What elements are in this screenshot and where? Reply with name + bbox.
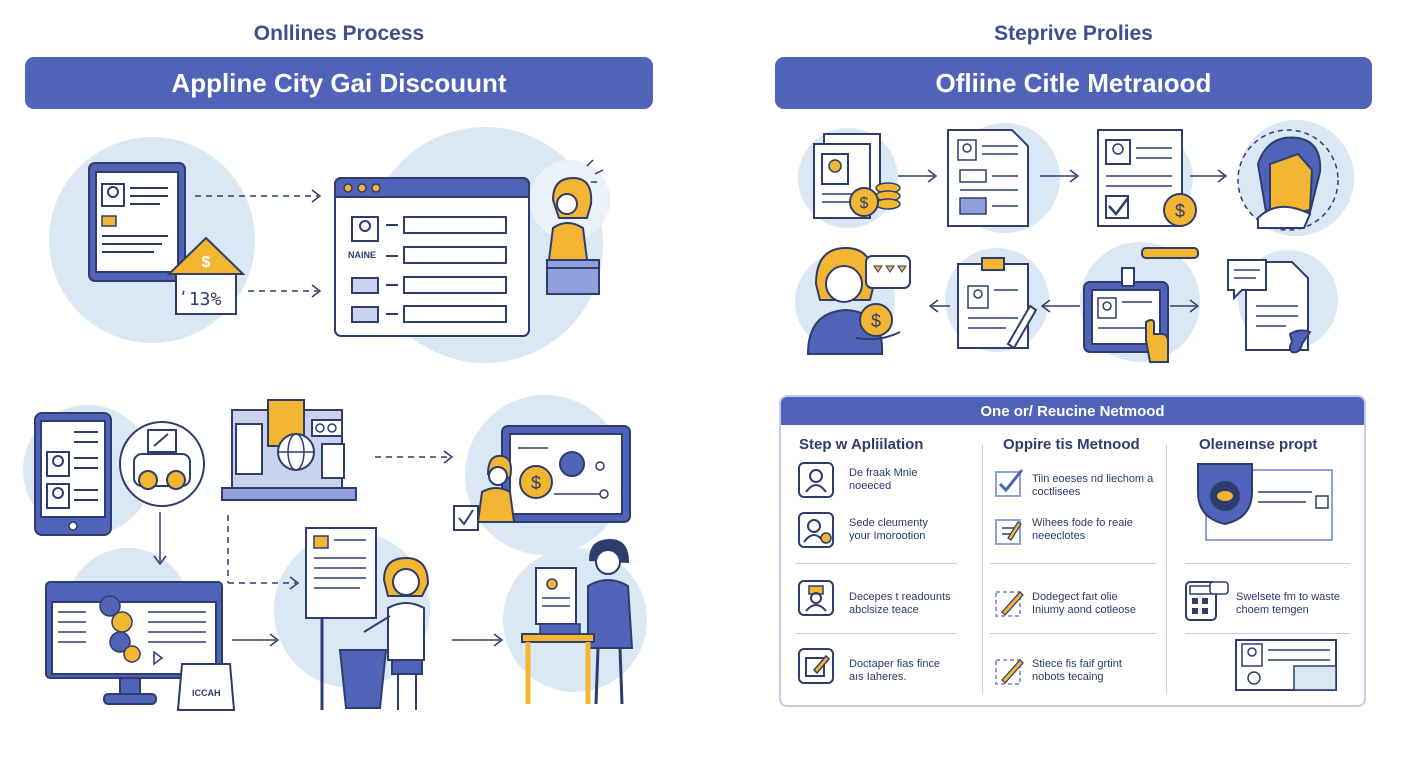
customer-coin-icon: $ — [806, 246, 911, 355]
svg-text:$: $ — [202, 254, 211, 271]
column-divider — [1166, 445, 1167, 695]
edit-row-icon — [798, 648, 834, 684]
stand-sign-label: ICCAH — [192, 688, 221, 698]
globe-machine-icon — [221, 399, 357, 501]
price-tag-icon: $ — [166, 236, 246, 315]
column-title-method: Oppire tis Metnood — [1003, 436, 1140, 453]
coin-monitor-icon: $ — [453, 425, 631, 531]
left-banner-title: Appline City Gai Discouunt — [25, 57, 653, 109]
documents-coins-icon: $ — [813, 133, 901, 219]
row-divider — [990, 633, 1156, 634]
desktop-monitor-icon — [45, 581, 236, 711]
pen-list-row-icon — [995, 519, 1022, 545]
row-divider — [1185, 563, 1350, 564]
step-row-2: Sede cleumenty your Imorootion — [849, 517, 928, 542]
step-row-3: Decepes t readounts abclsize teace — [849, 591, 951, 616]
method-row-3: Dodegect faıt olie Iniumy aond cotleose — [1032, 591, 1136, 616]
column-title-step: Step w Apliilation — [799, 436, 924, 453]
pencil-row-icon — [995, 659, 1024, 685]
id-card-hand-icon — [1083, 247, 1199, 363]
svg-text:$: $ — [860, 195, 869, 212]
person-row-icon — [798, 462, 834, 498]
support-agent-icon — [1237, 129, 1339, 231]
svg-text:$: $ — [1175, 201, 1185, 221]
price-tag-label: ʹ13% — [178, 289, 222, 310]
step-row-1: De fraak Mnie noeeced — [849, 467, 918, 492]
svg-text:$: $ — [871, 311, 881, 331]
profile-document-icon — [88, 162, 186, 282]
row-divider — [795, 633, 957, 634]
step-row-4: Doctaper fias fince aıs Iaheres. — [849, 658, 941, 683]
left-subtitle: Onllines Process — [253, 22, 425, 45]
method-row-2: Wihees fode fo reaie neeeclotes — [1032, 517, 1133, 542]
counter-man-figure — [521, 538, 634, 705]
clipboard-pen-icon — [957, 257, 1038, 350]
column-divider — [982, 445, 983, 695]
shopper-woman-figure — [546, 159, 604, 295]
form-document-icon — [947, 129, 1029, 227]
row-divider — [795, 563, 957, 564]
right-banner-title: Ofliine Citle Metraıood — [775, 57, 1372, 109]
calculator-circle-icon — [119, 421, 205, 507]
method-row-1: Tiin eoeses nd liechom a coctlisees — [1032, 473, 1154, 498]
tablet-profile-icon — [34, 412, 112, 536]
row-divider — [990, 563, 1156, 564]
chef-row-icon — [798, 580, 834, 616]
easel-girl-figure — [305, 527, 430, 710]
profile-card-row-icon — [1235, 639, 1337, 691]
right-subtitle: Steprive Prolies — [994, 22, 1153, 45]
checkbox-row-icon — [995, 469, 1024, 497]
method-table-header: One or/ Reucine Netmood — [781, 397, 1364, 425]
badge-card-icon — [1197, 463, 1333, 541]
column-title-prompt: Oleıneınse propt — [1199, 436, 1318, 453]
pencil-row-icon — [995, 591, 1024, 617]
person-coin-row-icon — [798, 512, 834, 548]
chat-document-icon — [1227, 259, 1312, 354]
online-form-window — [334, 177, 530, 337]
form-name-label: NAINE — [348, 250, 377, 260]
row-divider — [1185, 633, 1350, 634]
checklist-document-icon: $ — [1097, 129, 1197, 227]
prompt-row-1: Swelsete fm to waste choem temgen — [1236, 591, 1340, 616]
method-row-4: Stiece fis faif grtint nobots tecaing — [1032, 658, 1122, 683]
calculator-row-icon — [1185, 581, 1229, 621]
svg-text:$: $ — [531, 473, 541, 493]
